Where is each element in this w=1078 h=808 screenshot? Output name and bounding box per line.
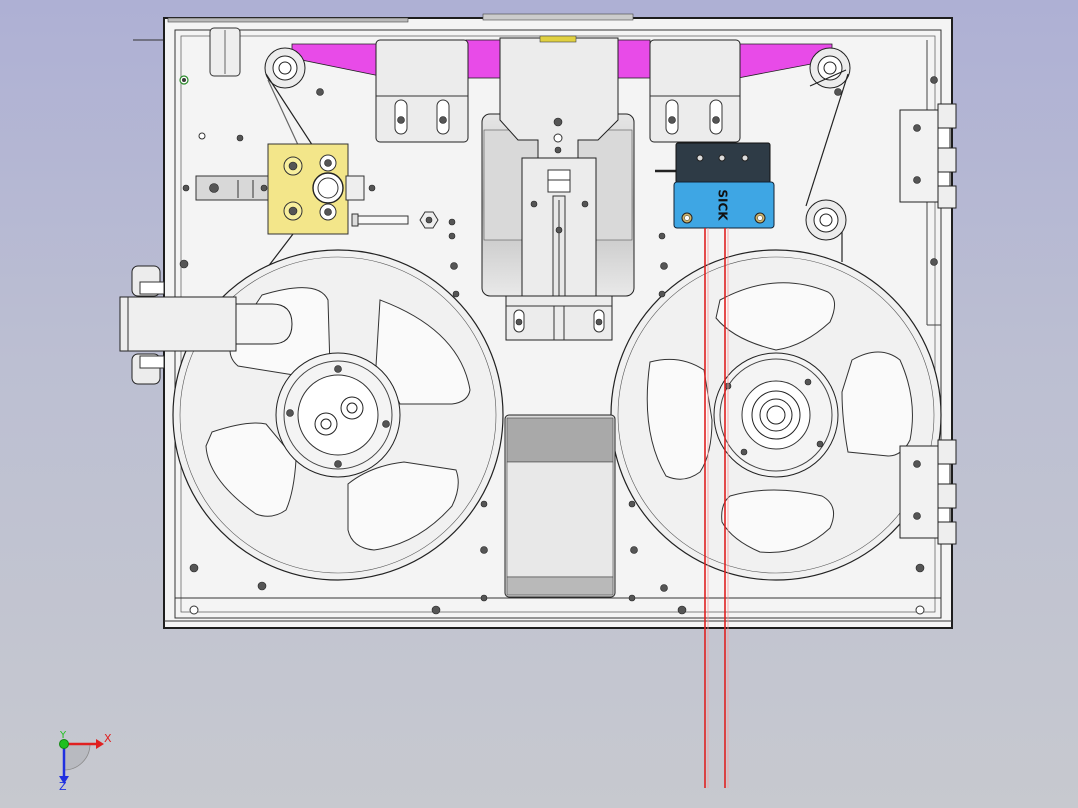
triad-z-label: Z xyxy=(59,780,67,793)
bracket-left[interactable] xyxy=(375,39,469,143)
sensor-beam xyxy=(704,228,729,788)
hinge-upper[interactable] xyxy=(899,103,957,209)
drive-belt[interactable] xyxy=(291,39,833,79)
triad-y-label: Y xyxy=(59,730,67,741)
mounting-holes xyxy=(179,75,938,615)
top-tabs xyxy=(167,13,634,77)
idler-pulley-top-left[interactable] xyxy=(264,47,306,89)
sick-sensor[interactable]: SICK xyxy=(655,142,775,229)
idler-pulley-top-right[interactable] xyxy=(809,47,851,89)
sensor-brand-label: SICK xyxy=(716,189,730,221)
clamp-block[interactable] xyxy=(195,143,365,235)
slide-rail[interactable] xyxy=(505,157,613,341)
triad-x-label: X xyxy=(104,732,112,745)
idler-pulley-right[interactable] xyxy=(805,199,847,241)
bracket-right[interactable] xyxy=(649,39,741,143)
side-latch[interactable] xyxy=(119,265,293,385)
adjust-pin[interactable] xyxy=(351,211,439,229)
center-window[interactable] xyxy=(504,414,616,598)
coordinate-triad-icon: X Y Z xyxy=(59,730,112,793)
reel-right[interactable] xyxy=(610,249,942,581)
hinge-lower[interactable] xyxy=(899,439,957,545)
